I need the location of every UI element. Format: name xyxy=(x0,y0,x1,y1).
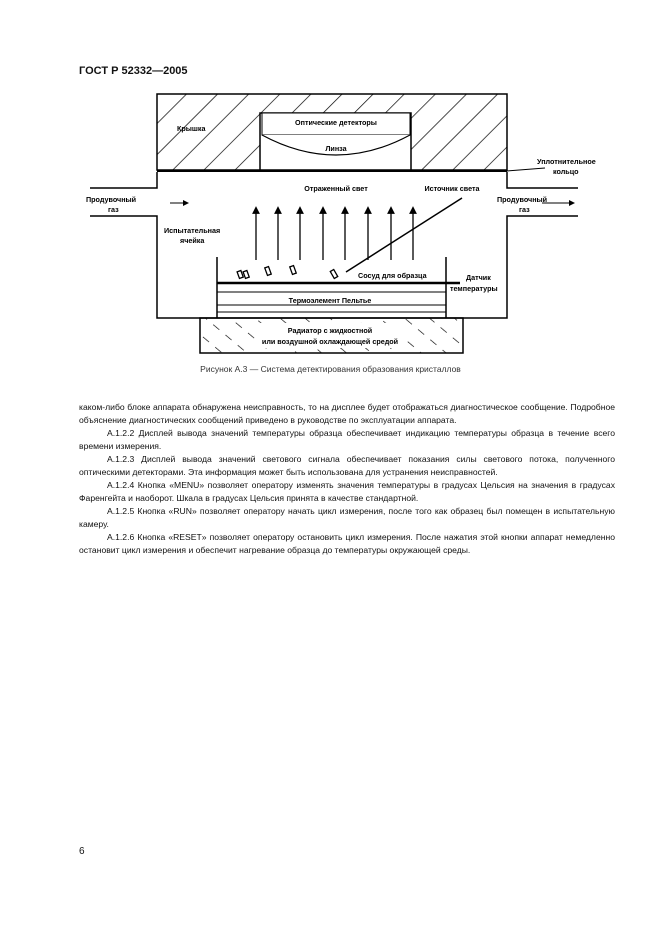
label-reflected-light: Отраженный свет xyxy=(304,184,368,193)
label-test-cell-2: ячейка xyxy=(180,236,205,245)
label-lid: Крышка xyxy=(177,124,207,133)
label-seal-ring: Уплотнительное xyxy=(537,157,596,166)
paragraph: А.1.2.2 Дисплей вывода значений температ… xyxy=(79,428,615,451)
reflected-light-arrows xyxy=(252,206,417,260)
crystals xyxy=(236,264,339,280)
label-radiator-2: или воздушной охлаждающей средой xyxy=(262,337,398,346)
label-purge-gas-in: Продувочный xyxy=(86,195,136,204)
figure-caption: Рисунок А.3 — Система детектирования обр… xyxy=(200,364,461,374)
label-lens: Линза xyxy=(325,144,347,153)
label-light-source: Источник света xyxy=(424,184,480,193)
crystal-detection-diagram: Крышка Оптические детекторы Линза Уплотн… xyxy=(86,93,596,354)
paragraph: А.1.2.6 Кнопка «RESET» позволяет операто… xyxy=(79,532,615,555)
label-sample-vessel: Сосуд для образца xyxy=(358,271,428,280)
paragraph: А.1.2.4 Кнопка «MENU» позволяет оператор… xyxy=(79,480,615,503)
label-purge-gas-out-2: газ xyxy=(519,205,530,214)
label-peltier: Термоэлемент Пельтье xyxy=(289,296,372,305)
label-purge-gas-out: Продувочный xyxy=(497,195,547,204)
label-radiator: Радиатор с жидкостной xyxy=(288,326,372,335)
document-header: ГОСТ Р 52332—2005 xyxy=(79,65,188,77)
radiator xyxy=(199,317,464,354)
label-purge-gas-in-2: газ xyxy=(108,205,119,214)
label-temperature-sensor: Датчик xyxy=(466,273,491,282)
test-cell xyxy=(90,167,578,319)
lid xyxy=(156,93,508,172)
paragraph: А.1.2.5 Кнопка «RUN» позволяет оператору… xyxy=(79,506,615,529)
body-text: каком-либо блоке аппарата обнаружена неи… xyxy=(79,401,615,557)
label-seal-ring-2: кольцо xyxy=(553,167,579,176)
paragraph: А.1.2.3 Дисплей вывода значений световог… xyxy=(79,454,615,477)
label-optical-detectors: Оптические детекторы xyxy=(295,118,377,127)
page-number: 6 xyxy=(79,846,85,857)
paragraph: каком-либо блоке аппарата обнаружена неи… xyxy=(79,402,615,425)
label-test-cell: Испытательная xyxy=(164,226,220,235)
label-temperature-sensor-2: температуры xyxy=(450,284,498,293)
